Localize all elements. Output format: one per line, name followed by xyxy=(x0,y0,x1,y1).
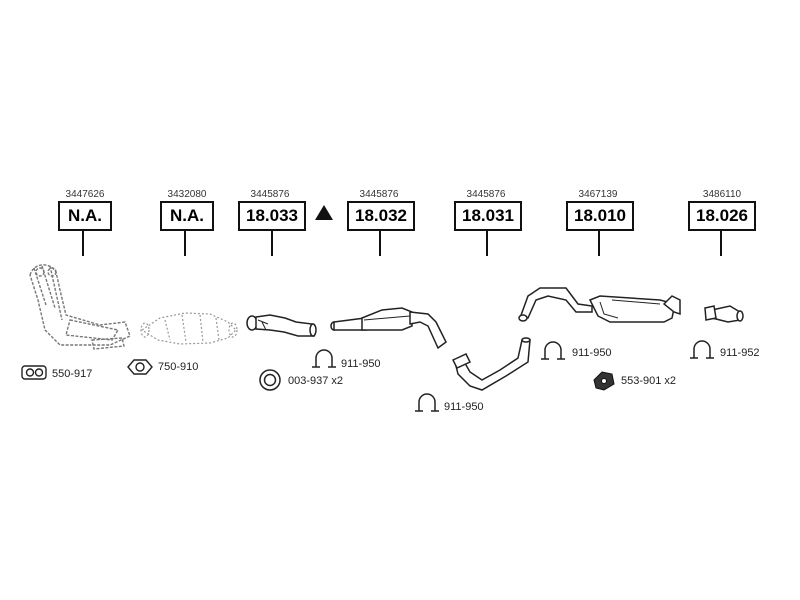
rubber-mount-icon[interactable] xyxy=(593,371,615,391)
ref-number: 3486110 xyxy=(702,189,742,200)
ref-number: 3447626 xyxy=(65,189,105,200)
tail-pipe-icon[interactable] xyxy=(704,305,744,323)
part-code-box[interactable]: 18.010 xyxy=(566,201,634,231)
accessory-label: 550-917 xyxy=(52,368,93,380)
ref-number: 3467139 xyxy=(578,189,618,200)
part-code-box[interactable]: 18.032 xyxy=(347,201,415,231)
rear-silencer-icon[interactable] xyxy=(518,287,681,323)
accessory-label: 750-910 xyxy=(158,361,199,373)
clamp-icon[interactable] xyxy=(312,349,336,368)
leader-line xyxy=(486,229,488,256)
front-pipe-icon[interactable] xyxy=(246,314,317,337)
leader-line xyxy=(379,229,381,256)
accessory-label: 553-901 x2 xyxy=(621,375,677,387)
accessory-label: 911-950 xyxy=(572,347,612,359)
warning-triangle-icon xyxy=(315,205,333,220)
gasket-flange-icon[interactable] xyxy=(127,359,153,375)
accessory-label: 911-950 xyxy=(341,358,381,370)
leader-line xyxy=(82,229,84,256)
part-code-box[interactable]: 18.031 xyxy=(454,201,522,231)
front-silencer-icon[interactable] xyxy=(330,307,447,350)
ref-number: 3445876 xyxy=(250,189,290,200)
intermediate-pipe-icon[interactable] xyxy=(451,337,531,391)
clamp-icon[interactable] xyxy=(415,393,439,412)
leader-line xyxy=(598,229,600,256)
clamp-icon[interactable] xyxy=(541,341,565,360)
accessory-label: 911-950 xyxy=(444,401,484,413)
clamp-icon[interactable] xyxy=(690,340,714,359)
leader-line xyxy=(271,229,273,256)
gasket-double-icon[interactable] xyxy=(21,365,47,380)
catalytic-converter-icon[interactable] xyxy=(140,312,238,345)
ref-number: 3432080 xyxy=(167,189,207,200)
ring-gasket-icon[interactable] xyxy=(259,369,281,391)
ref-number: 3445876 xyxy=(466,189,506,200)
ref-number: 3445876 xyxy=(359,189,399,200)
accessory-label: 003-937 x2 xyxy=(288,375,344,387)
part-code-box[interactable]: N.A. xyxy=(160,201,214,231)
leader-line xyxy=(720,229,722,256)
leader-line xyxy=(184,229,186,256)
accessory-label: 911-952 xyxy=(720,347,760,359)
exhaust-manifold-icon[interactable] xyxy=(29,264,131,350)
part-code-box[interactable]: 18.026 xyxy=(688,201,756,231)
part-code-box[interactable]: N.A. xyxy=(58,201,112,231)
